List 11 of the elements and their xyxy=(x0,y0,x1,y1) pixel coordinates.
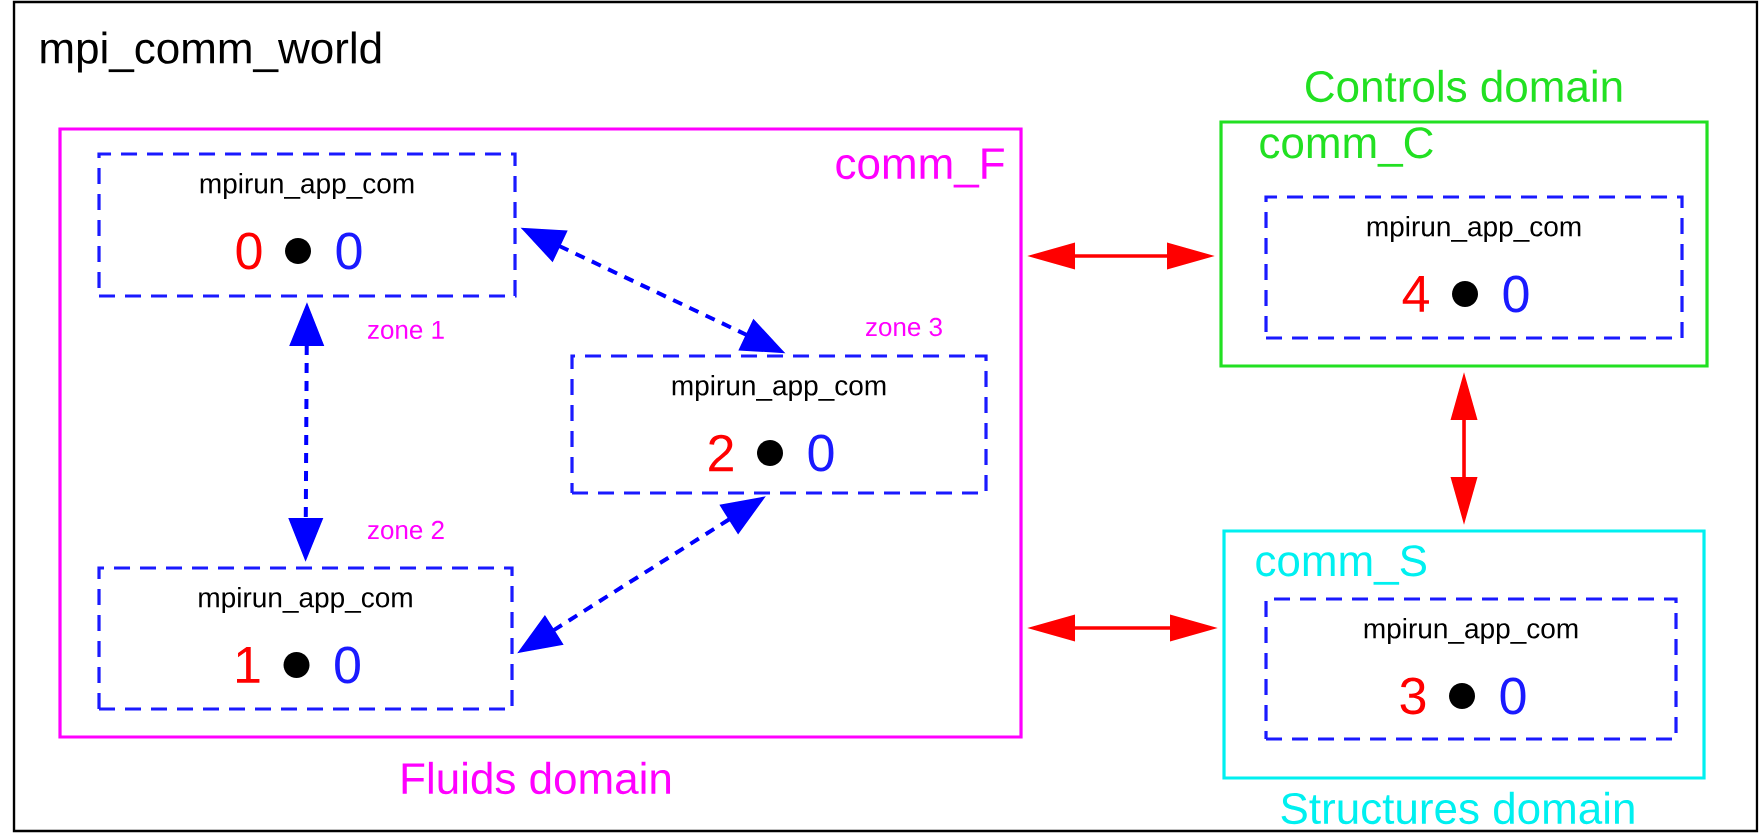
zone-label: zone 1 xyxy=(368,320,444,340)
process-box: mpirun_app_com 3 0 xyxy=(1264,597,1678,741)
process-box: mpirun_app_com 4 0 xyxy=(1264,195,1684,340)
process-box: mpirun_app_com 2 0 xyxy=(570,354,988,495)
node-label: Fluids domain xyxy=(402,761,671,795)
node-label: Structures domain xyxy=(1281,791,1634,825)
zone-label: zone 3 xyxy=(866,317,942,337)
process-box: mpirun_app_com 0 0 xyxy=(97,152,517,298)
zone-label: zone 2 xyxy=(368,520,444,540)
node-label: Controls domain xyxy=(1306,69,1622,103)
process-box: mpirun_app_com 1 0 xyxy=(97,566,514,711)
